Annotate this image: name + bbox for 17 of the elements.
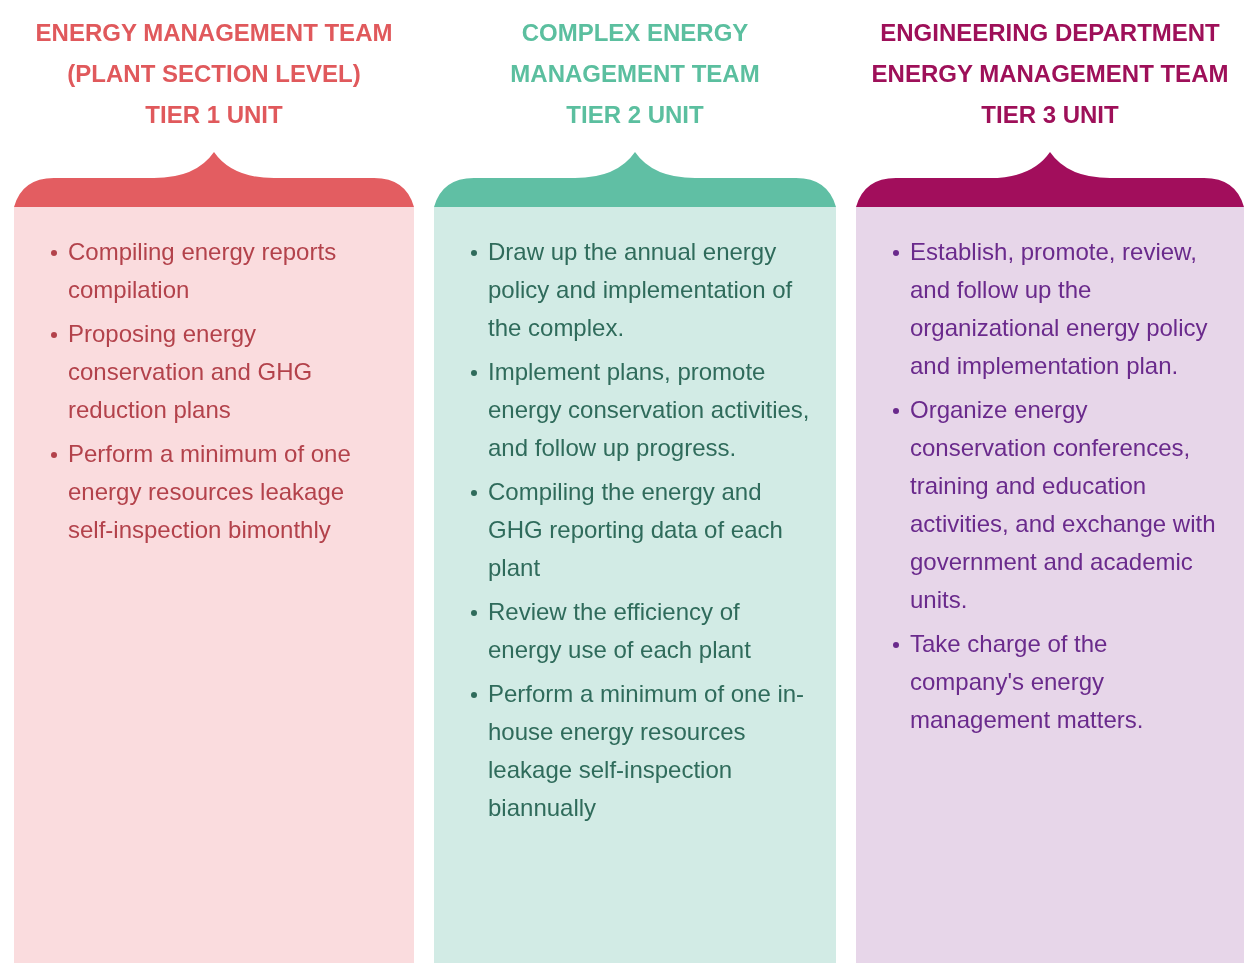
bullet-item: Compiling the energy and GHG reporting data of each plant [468, 473, 818, 587]
bullet-item: Organize energy conservation conferences, training and education activities, and exchange with government and academic units. [890, 391, 1226, 619]
tier-label: TIER 2 UNIT [565, 100, 705, 130]
bullet-item: Review the efficiency of energy use of each plant [468, 593, 818, 669]
bullet-item: Perform a minimum of one in-house energy resources leakage self-inspection biannually [468, 675, 818, 827]
bullet-item: Take charge of the company's energy management matters. [890, 625, 1226, 739]
team-heading: ENGINEERING DEPARTMENT ENERGY MANAGEMENT TEAM [870, 18, 1230, 89]
bullet-item: Implement plans, promote energy conservation activities, and follow up progress. [468, 353, 818, 467]
tier-label: TIER 3 UNIT [980, 100, 1120, 130]
team-heading: ENERGY MANAGEMENT TEAM (PLANT SECTION LEVEL) [34, 18, 394, 89]
tier-label: TIER 1 UNIT [144, 100, 284, 130]
bullet-item: Compiling energy reports compilation [48, 233, 396, 309]
bullet-item: Perform a minimum of one energy resources leakage self-inspection bimonthly [48, 435, 396, 549]
bullet-item: Establish, promote, review, and follow up the organizational energy policy and implementation plan. [890, 233, 1226, 385]
bullet-item: Draw up the annual energy policy and implementation of the complex. [468, 233, 818, 347]
bullet-item: Proposing energy conservation and GHG reduction plans [48, 315, 396, 429]
team-heading: COMPLEX ENERGY MANAGEMENT TEAM [509, 18, 761, 89]
